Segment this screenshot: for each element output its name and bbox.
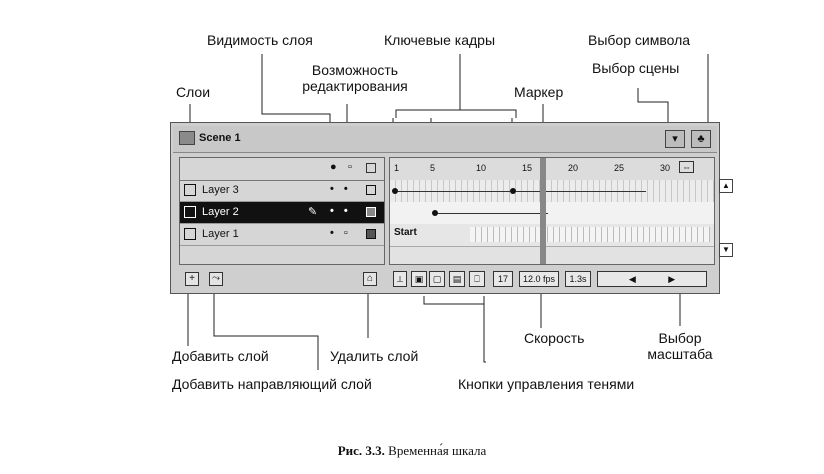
timeline-status-bar: ⟂ ▣ ▢ ▤ ⎕ 17 12.0 fps 1.3s ◀ ▶: [389, 267, 715, 291]
onion-skin-icon[interactable]: ▣: [411, 271, 427, 287]
symbol-select-button[interactable]: ♣: [691, 130, 711, 148]
layer-row[interactable]: Layer 3 ••: [180, 180, 384, 202]
label-edit-lock: Возможность редактирования: [302, 62, 408, 94]
figure-number: Рис. 3.3.: [337, 443, 385, 458]
ruler-tick: 20: [568, 163, 579, 173]
label-onion-buttons: Кнопки управления тенями: [458, 376, 635, 392]
label-symbol-select: Выбор символа: [588, 32, 691, 48]
ruler-tick: 10: [476, 163, 487, 173]
frame-label: Start: [394, 227, 417, 238]
layer-row[interactable]: Layer 1 •▫: [180, 224, 384, 246]
eye-icon[interactable]: ●: [330, 161, 337, 173]
figure-caption: Рис. 3.3. Временна́я шкала: [0, 443, 824, 459]
label-zoom-select: Выбор масштаба: [647, 330, 713, 362]
tween-arrow: [438, 213, 548, 214]
tween-arrow: [398, 191, 510, 192]
scene-select-button[interactable]: ▾: [665, 130, 685, 148]
label-layer-visibility: Видимость слоя: [207, 32, 313, 48]
onion-markers-icon[interactable]: ⎕: [469, 271, 485, 287]
keyframe[interactable]: [510, 188, 516, 194]
leader-onion-bracket: [423, 296, 485, 305]
layer-name: Layer 2: [202, 206, 239, 218]
label-marker: Маркер: [514, 84, 564, 100]
label-layers: Слои: [176, 84, 211, 100]
ruler-tick: 1: [394, 163, 400, 173]
leader-keyframes-bracket: [395, 109, 517, 118]
label-scene-select: Выбор сцены: [592, 60, 680, 76]
frame-row[interactable]: [390, 180, 714, 203]
scene-icon: [179, 131, 195, 145]
layer-name: Layer 3: [202, 184, 239, 196]
frame-rate: 12.0 fps: [519, 271, 559, 287]
layer-footer: + ⤳ ⌂: [179, 267, 385, 291]
frame-row[interactable]: Start: [390, 224, 714, 247]
layer-page-icon: [184, 184, 196, 196]
zoom-menu-icon[interactable]: ⇔: [679, 161, 694, 173]
layer-row-selected[interactable]: Layer 2 ✎ ••: [180, 202, 384, 224]
frame-ruler: 1 5 10 15 20 25 30: [390, 158, 714, 181]
layer-toggles[interactable]: ••: [330, 205, 358, 217]
pencil-icon: ✎: [308, 206, 318, 218]
layer-page-icon: [184, 206, 196, 218]
center-frame-icon[interactable]: ⟂: [393, 271, 407, 287]
scroll-down-icon[interactable]: ▼: [719, 243, 733, 257]
layer-outline-box[interactable]: [366, 207, 376, 217]
ruler-tick: 5: [430, 163, 436, 173]
lock-icon[interactable]: ▫: [348, 161, 352, 173]
trash-icon[interactable]: ⌂: [363, 272, 377, 286]
keyframe[interactable]: [432, 210, 438, 216]
add-guide-layer-icon[interactable]: ⤳: [209, 272, 223, 286]
layer-outline-box[interactable]: [366, 185, 376, 195]
ruler-tick: 15: [522, 163, 533, 173]
frame-strip: [470, 227, 710, 242]
label-add-layer: Добавить слой: [172, 348, 269, 364]
layer-list: ● ▫ Layer 3 •• Layer 2 ✎ •• Layer 1 •▫: [179, 157, 385, 265]
frame-grid: 1 5 10 15 20 25 30 Start: [389, 157, 715, 265]
add-layer-icon[interactable]: +: [185, 272, 199, 286]
current-frame: 17: [493, 271, 513, 287]
layer-outline-box[interactable]: [366, 229, 376, 239]
vertical-scrollbar[interactable]: ▲ ▼: [719, 179, 733, 259]
scroll-up-icon[interactable]: ▲: [719, 179, 733, 193]
timeline-header: Scene 1 ▾ ♣: [173, 126, 717, 153]
ruler-tick: 30: [660, 163, 671, 173]
layer-toggles[interactable]: ••: [330, 183, 358, 195]
label-speed: Скорость: [524, 330, 585, 346]
scene-name: Scene 1: [199, 132, 241, 144]
layer-name: Layer 1: [202, 228, 239, 240]
figure-title: Временна́я шкала: [388, 443, 487, 458]
layer-toggles[interactable]: •▫: [330, 227, 358, 239]
edit-multiple-icon[interactable]: ▤: [449, 271, 465, 287]
horizontal-scrollbar[interactable]: ◀ ▶: [597, 271, 707, 287]
elapsed-time: 1.3s: [565, 271, 591, 287]
label-add-guide-layer: Добавить направляющий слой: [172, 376, 372, 392]
label-delete-layer: Удалить слой: [330, 348, 419, 364]
outline-icon[interactable]: [366, 163, 376, 173]
layer-list-header: ● ▫: [180, 158, 384, 181]
leader-onion: [483, 304, 486, 363]
ruler-tick: 25: [614, 163, 625, 173]
frame-row[interactable]: [390, 202, 714, 225]
playhead-marker[interactable]: [540, 158, 546, 264]
label-keyframes: Ключевые кадры: [384, 32, 496, 48]
keyframe[interactable]: [392, 188, 398, 194]
leader-scene: [637, 88, 669, 128]
tween-arrow: [516, 191, 646, 192]
timeline-panel: Scene 1 ▾ ♣ ● ▫ Layer 3 •• Layer 2 ✎ •• …: [170, 122, 733, 294]
onion-outline-icon[interactable]: ▢: [429, 271, 445, 287]
layer-page-icon: [184, 228, 196, 240]
leader-add-guide: [213, 286, 319, 370]
